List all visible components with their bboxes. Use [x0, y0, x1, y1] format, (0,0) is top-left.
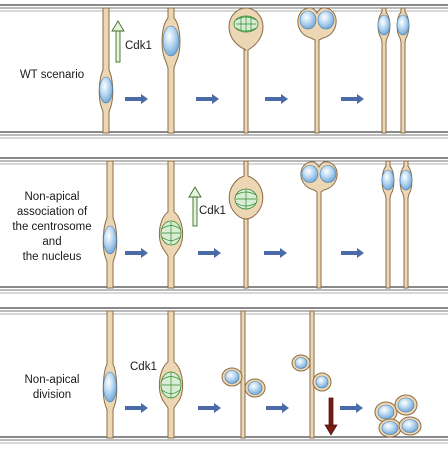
nucleus	[319, 165, 337, 183]
panel-label-non-apical-association: Non-apical association of the centrosome…	[12, 191, 92, 263]
nucleus	[247, 381, 263, 395]
cell	[98, 7, 114, 134]
cdk1-up-arrow	[188, 186, 202, 227]
spindle-fibers	[161, 372, 181, 398]
cell	[102, 160, 118, 289]
cell	[228, 160, 264, 289]
nucleus	[294, 357, 308, 369]
nucleus	[301, 165, 319, 183]
panel-non-apical-association	[0, 157, 448, 294]
nucleus	[399, 169, 413, 191]
cell	[291, 310, 332, 439]
cdk1-up-arrow	[111, 20, 125, 63]
cell	[300, 161, 338, 289]
nucleus	[162, 25, 180, 57]
cell	[161, 7, 181, 134]
cell	[158, 310, 184, 439]
spindle-fibers	[235, 16, 257, 32]
cell	[221, 310, 266, 439]
apical-membrane	[0, 157, 448, 165]
nucleus	[381, 421, 399, 435]
nucleus	[317, 10, 335, 30]
cell	[377, 7, 410, 134]
apical-membrane	[0, 307, 448, 315]
basal-membrane	[0, 131, 448, 139]
nucleus	[397, 397, 415, 413]
basal-membrane	[0, 436, 448, 444]
cdk1-label: Cdk1	[199, 205, 226, 217]
cdk1-label: Cdk1	[125, 40, 152, 52]
progress-arrows	[125, 248, 364, 258]
apical-membrane	[0, 4, 448, 12]
basal-membrane	[0, 286, 448, 294]
spindle-fibers	[235, 189, 257, 209]
panel-non-apical-division	[0, 307, 448, 444]
cell	[102, 310, 118, 439]
nucleus	[299, 10, 317, 30]
nucleus	[377, 14, 391, 36]
cdk1-label: Cdk1	[130, 361, 157, 373]
cell	[297, 7, 337, 134]
nucleus	[103, 371, 117, 403]
cell	[228, 7, 264, 134]
nucleus	[315, 375, 329, 389]
nucleus	[103, 225, 117, 255]
progress-arrows	[125, 94, 364, 104]
panel-wt	[0, 4, 448, 139]
panel-label-wt: WT scenario	[19, 69, 85, 81]
nucleus	[381, 169, 395, 191]
spindle-fibers	[161, 222, 181, 244]
progress-arrows	[125, 403, 363, 413]
cell	[158, 160, 184, 289]
nucleus	[99, 76, 113, 104]
cdk1-down-arrow	[324, 397, 338, 436]
nucleus	[401, 419, 419, 433]
nucleus	[396, 14, 410, 36]
panel-label-non-apical-division: Non-apical division	[24, 374, 80, 401]
cell	[381, 160, 413, 289]
cell-cluster	[374, 394, 422, 438]
nucleus	[224, 370, 240, 384]
nucleus	[377, 404, 395, 420]
